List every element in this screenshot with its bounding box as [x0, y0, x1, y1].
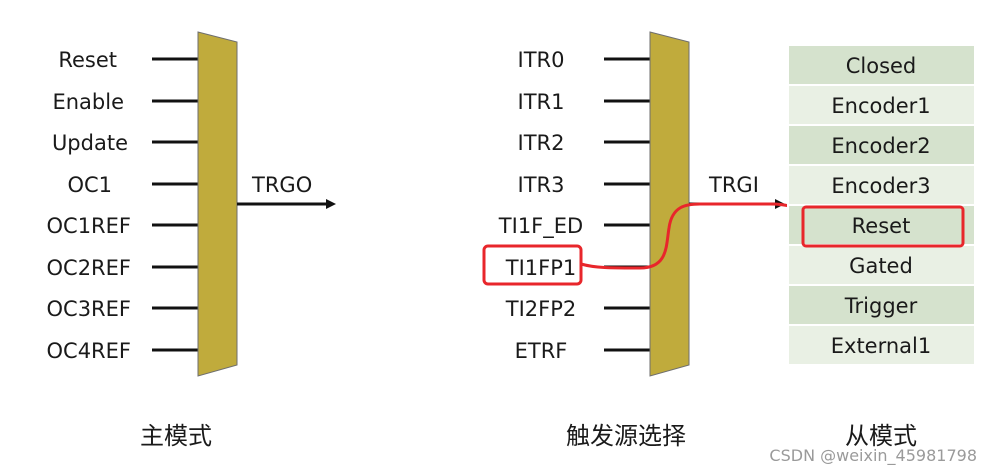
trgo-label: TRGO	[251, 173, 312, 197]
slave-cell-encoder3-bg	[787, 164, 976, 206]
master-input-oc4ref: OC4REF	[47, 339, 132, 363]
watermark: CSDN @weixin_45981798	[769, 446, 977, 466]
slave-mode-external1: External1	[831, 334, 932, 358]
ti1fp1-to-reset-path	[580, 202, 805, 270]
trgo-arrowhead	[326, 199, 336, 209]
slave-mode-table: Closed Encoder1 Encoder2 Encoder3 Reset …	[787, 44, 976, 450]
slave-cell-reset-bg	[787, 204, 976, 246]
slave-mode-trigger: Trigger	[844, 294, 918, 318]
master-input-reset: Reset	[58, 48, 117, 72]
trigger-input-itr2: ITR2	[518, 131, 565, 155]
trigger-input-etrf: ETRF	[515, 339, 568, 363]
trigger-input-itr0: ITR0	[518, 48, 565, 72]
slave-mode-reset: Reset	[852, 214, 911, 238]
master-input-oc1ref: OC1REF	[47, 214, 132, 238]
trgi-label: TRGI	[708, 173, 759, 197]
master-input-oc1: OC1	[67, 173, 112, 197]
slave-mode-encoder2: Encoder2	[831, 134, 930, 158]
slave-mode-gated: Gated	[849, 254, 913, 278]
slave-mode-closed: Closed	[846, 54, 917, 78]
trigger-mux	[649, 31, 690, 377]
slave-mode-encoder1: Encoder1	[831, 94, 930, 118]
trigger-input-ti1f-ed: TI1F_ED	[498, 214, 583, 239]
slave-caption: 从模式	[845, 422, 917, 450]
master-mode-group: Reset Enable Update OC1 OC1REF OC2REF OC…	[47, 31, 336, 450]
master-caption: 主模式	[140, 422, 212, 450]
trigger-input-ti1fp1: TI1FP1	[505, 256, 577, 280]
master-input-oc2ref: OC2REF	[47, 256, 132, 280]
master-input-oc3ref: OC3REF	[47, 297, 132, 321]
trigger-input-itr1: ITR1	[518, 90, 565, 114]
trigger-input-lines	[604, 57, 652, 352]
slave-cell-external1-bg	[787, 324, 976, 366]
trigger-input-itr3: ITR3	[518, 173, 565, 197]
slave-cell-encoder2-bg	[787, 124, 976, 166]
reset-highlight-box	[801, 205, 965, 248]
slave-mode-encoder3: Encoder3	[831, 174, 930, 198]
master-input-enable: Enable	[52, 90, 124, 114]
trigger-input-ti2fp2: TI2FP2	[505, 297, 577, 321]
master-mux	[197, 31, 238, 377]
master-input-update: Update	[52, 131, 128, 155]
master-input-lines	[152, 57, 200, 352]
trigger-source-group: ITR0 ITR1 ITR2 ITR3 TI1F_ED TI1FP1 TI2FP…	[482, 31, 805, 450]
trigger-caption: 触发源选择	[566, 422, 686, 450]
